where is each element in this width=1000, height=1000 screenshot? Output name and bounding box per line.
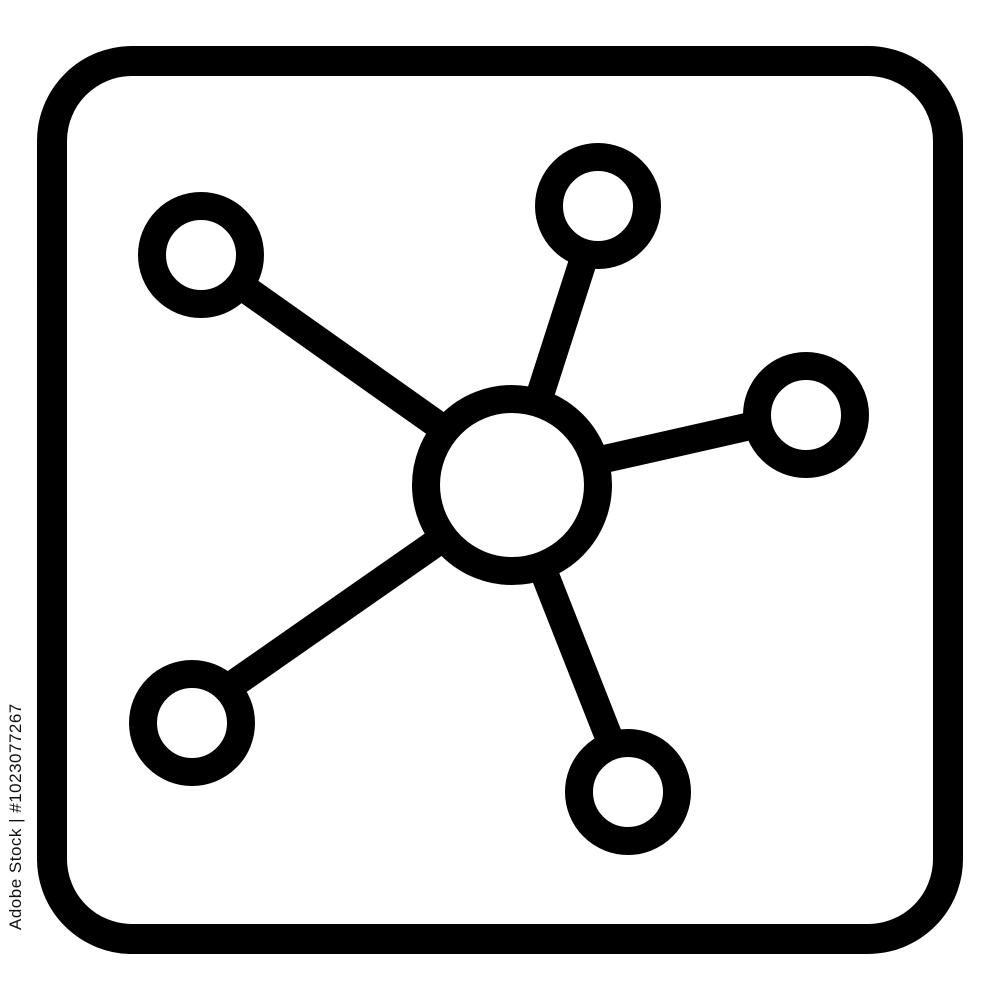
node-bottom-left: [129, 660, 255, 786]
hub-node: [412, 385, 612, 585]
connector-bottom-left: [211, 526, 454, 704]
connector-lines: [211, 241, 769, 754]
node-bottom-right: [565, 729, 691, 855]
satellite-nodes: [129, 143, 869, 855]
connector-bottom-right: [531, 561, 624, 754]
stock-id-label: Adobe Stock | #1023077267: [6, 703, 25, 930]
connector-top-left: [226, 271, 459, 444]
connector-right: [586, 411, 769, 474]
node-right: [743, 352, 869, 478]
connector-top-right: [526, 241, 599, 409]
node-top-left: [138, 192, 264, 318]
frame-rounded-square: [37, 46, 963, 954]
node-top-right: [535, 143, 661, 269]
